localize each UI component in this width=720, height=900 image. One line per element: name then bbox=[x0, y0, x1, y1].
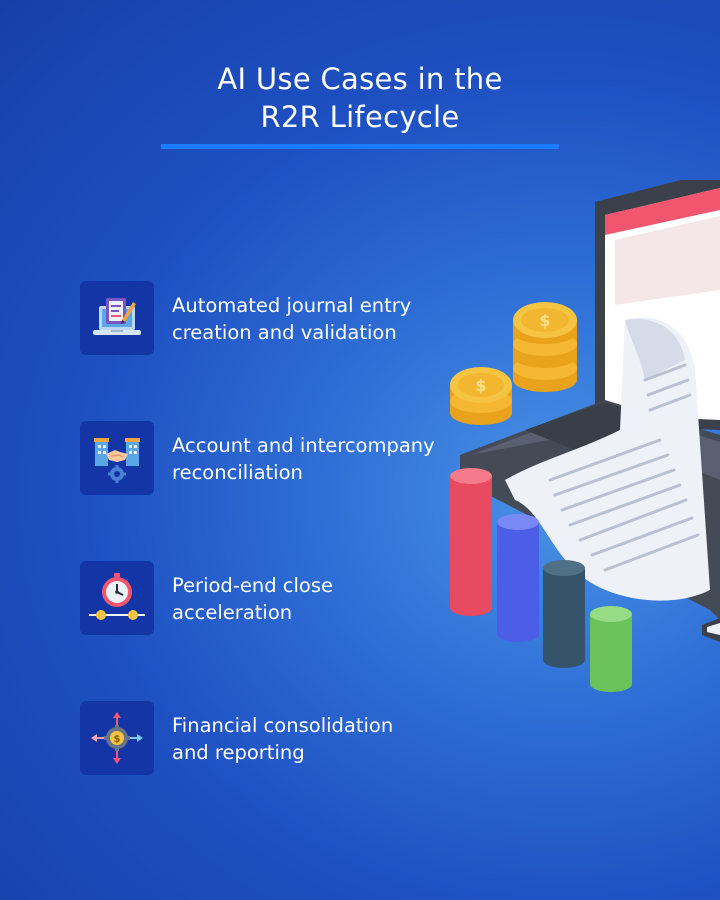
use-case-label: Account and intercompany reconciliation bbox=[172, 434, 435, 484]
use-case-label: Financial consolidation and reporting bbox=[172, 714, 394, 764]
page-title-line-2: R2R Lifecycle bbox=[260, 100, 460, 134]
laptop-coins-bar-chart-illustration: $ $ bbox=[430, 170, 720, 720]
use-case-item-reconciliation: Account and intercompany reconciliation bbox=[80, 421, 480, 495]
svg-text:$: $ bbox=[114, 734, 121, 745]
stopwatch-timeline-icon bbox=[80, 561, 154, 635]
use-case-item-journal-entry: Automated journal entry creation and val… bbox=[80, 281, 480, 355]
journal-laptop-icon bbox=[80, 281, 154, 355]
use-case-item-consolidation: $ Financial consolidation and reporting bbox=[80, 701, 480, 775]
handshake-buildings-icon bbox=[80, 421, 154, 495]
use-case-label: Automated journal entry creation and val… bbox=[172, 294, 412, 344]
svg-text:$: $ bbox=[475, 376, 486, 395]
use-case-label: Period-end close acceleration bbox=[172, 574, 333, 624]
title-underline bbox=[161, 144, 559, 149]
use-case-list: Automated journal entry creation and val… bbox=[80, 281, 480, 775]
use-case-item-period-end-close: Period-end close acceleration bbox=[80, 561, 480, 635]
svg-text:$: $ bbox=[539, 311, 550, 330]
page-title-line-1: AI Use Cases in the bbox=[217, 62, 503, 96]
page-title: AI Use Cases in the R2R Lifecycle bbox=[0, 60, 720, 136]
dollar-gear-arrows-icon: $ bbox=[80, 701, 154, 775]
